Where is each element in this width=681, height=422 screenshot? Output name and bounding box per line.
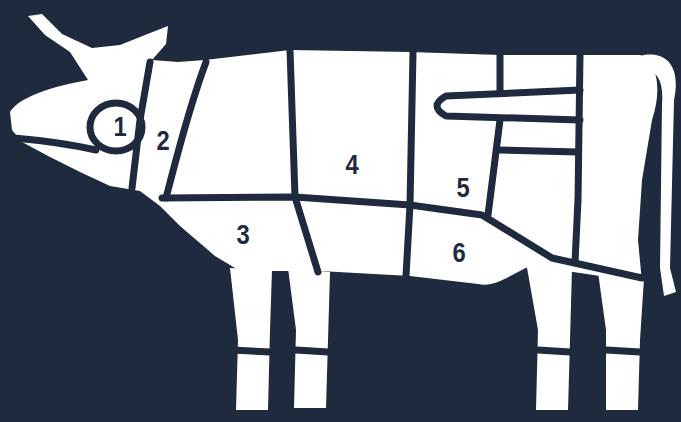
- callout-number: 4: [345, 151, 358, 179]
- cut-line: [296, 350, 328, 352]
- rear-leg: [526, 262, 572, 410]
- cut-line: [497, 55, 504, 92]
- cut-line: [500, 150, 578, 152]
- cut-line: [406, 52, 413, 276]
- cut-line: [162, 197, 642, 278]
- front-leg: [288, 268, 330, 408]
- cut-line: [14, 138, 96, 150]
- cut-line: [488, 120, 500, 215]
- cut-line: [437, 90, 580, 120]
- callout-number: 3: [236, 221, 249, 249]
- cut-line: [232, 350, 270, 352]
- cut-lines: [14, 50, 642, 352]
- cut-line: [132, 62, 150, 188]
- cut-line: [290, 50, 295, 197]
- callout-number: 5: [456, 174, 469, 202]
- cut-line: [538, 350, 570, 352]
- cut-line: [606, 350, 640, 352]
- rear-leg: [598, 272, 644, 410]
- cut-line: [166, 62, 206, 198]
- front-leg: [230, 268, 272, 410]
- cow-silhouette: [10, 14, 676, 410]
- cut-line: [295, 197, 318, 272]
- callout-number: 2: [156, 127, 169, 155]
- cut-line: [575, 55, 580, 262]
- callout-number: 6: [452, 239, 465, 267]
- tail: [640, 55, 676, 296]
- cow-body: [10, 14, 657, 285]
- callout-number: 1: [113, 113, 126, 141]
